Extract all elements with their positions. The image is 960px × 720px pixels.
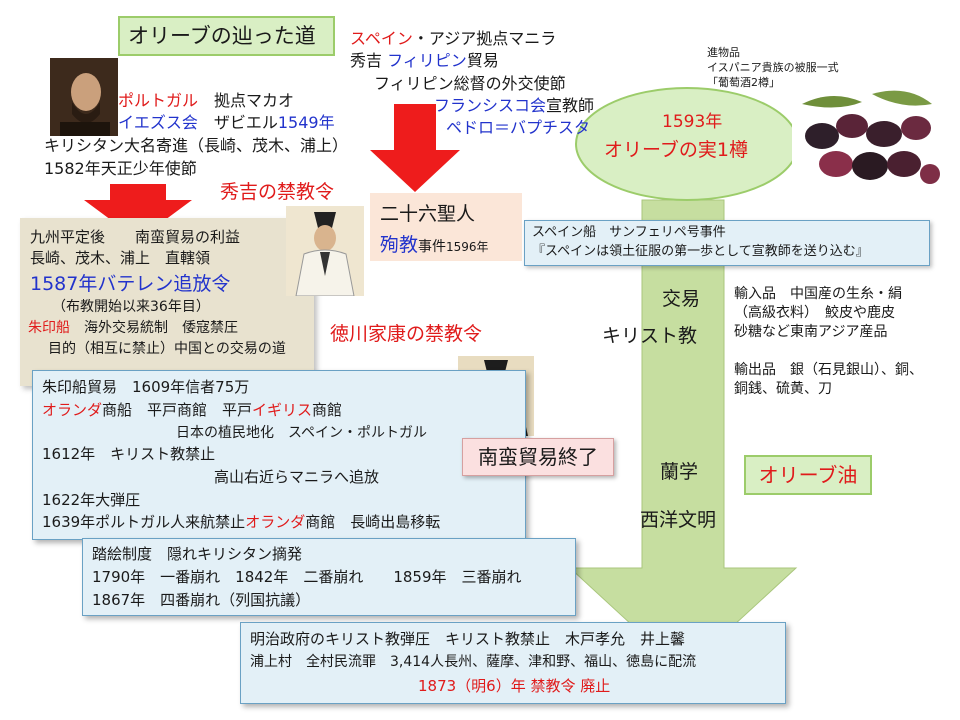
label-christianity: キリスト教	[602, 325, 698, 347]
shuin-l3: 日本の植民地化 スペイン・ポルトガル	[176, 425, 428, 441]
martyrs-title: 二十六聖人	[380, 203, 476, 225]
kyushu-l5: 朱印船 海外交易統制 倭寇禁圧	[28, 320, 238, 336]
imports-l2: （高級衣料） 鮫皮や鹿皮	[734, 305, 895, 321]
kyushu-l1: 九州平定後 南蛮貿易の利益	[30, 228, 241, 246]
jesuit-xavier: イエズス会 ザビエル1549年	[118, 113, 335, 132]
shuin-l7: 1639年ポルトガル人来航禁止オランダ商館 長崎出島移転	[42, 513, 441, 531]
gift-wine: 「葡萄酒2樽」	[707, 76, 780, 89]
red-down-arrow-icon	[84, 184, 192, 240]
hideyoshi-ban-label: 秀吉の禁教令	[220, 181, 335, 203]
shuin-l4: 1612年 キリスト教禁止	[42, 445, 216, 463]
hideyoshi-philippines: 秀吉 フィリピン貿易	[350, 51, 499, 70]
hideyoshi-portrait	[286, 206, 364, 296]
gift-clothes: イスパニア貴族の被服一式	[707, 61, 839, 74]
kyushu-l4: （布教開始以来36年目）	[52, 299, 210, 315]
shuin-l2: オランダ商船 平戸商館 平戸イギリス商館	[42, 401, 343, 419]
meiji-l1: 明治政府のキリスト教弾圧 キリスト教禁止 木戸孝允 井上馨	[250, 630, 686, 648]
label-trade: 交易	[662, 288, 701, 310]
imports-l3: 砂糖など東南アジア産品	[734, 324, 888, 340]
oval-year: 1593年	[662, 112, 723, 132]
meiji-l2: 浦上村 全村民流罪 3,414人長州、薩摩、津和野、福山、徳島に配流	[250, 654, 697, 670]
san-felipe-l2: 『スペインは領土征服の第一歩として宣教師を送り込む』	[532, 244, 869, 259]
kyushu-l6: 目的（相互に禁止）中国との交易の道	[48, 341, 286, 357]
san-felipe-l1: スペイン船 サンフェリペ号事件	[532, 225, 726, 240]
exports-l2: 銅銭、硫黄、刀	[734, 381, 832, 397]
xavier-portrait	[50, 58, 118, 136]
spain-manila: スペイン・アジア拠点マニラ	[350, 29, 557, 48]
ieyasu-ban-label: 徳川家康の禁教令	[330, 323, 483, 345]
label-western: 西洋文明	[640, 509, 717, 531]
san-felipe-box	[524, 220, 930, 266]
martyrs-box	[370, 193, 522, 261]
shuin-l1: 朱印船貿易 1609年信者75万	[42, 378, 250, 396]
shuin-l6: 1622年大弾圧	[42, 491, 141, 509]
oval-olive: オリーブの実1樽	[604, 139, 748, 161]
imports-l1: 輸入品 中国産の生糸・絹	[734, 286, 902, 302]
portugal-macau: ポルトガル 拠点マカオ	[118, 91, 295, 110]
governor-envoy: フィリピン総督の外交使節	[374, 74, 566, 93]
bateren-edict: 1587年バテレン追放令	[30, 273, 231, 295]
gift-label: 進物品	[707, 46, 740, 59]
label-rangaku: 蘭学	[660, 461, 699, 483]
meiji-box	[240, 622, 786, 704]
olive-oil-box: オリーブ油	[744, 455, 872, 495]
kyushu-l2: 長崎、茂木、浦上 直轄領	[30, 249, 211, 267]
fumie-l1: 踏絵制度 隠れキリシタン摘発	[92, 545, 303, 563]
page-title: オリーブの辿った道	[118, 16, 335, 56]
kyushu-box	[20, 218, 314, 386]
meiji-l3: 1873（明6）年 禁教令 廃止	[418, 677, 611, 695]
martyrdom-incident: 殉教事件1596年	[380, 234, 489, 256]
nanban-trade-end: 南蛮貿易終了	[462, 438, 614, 476]
fumie-l3: 1867年 四番崩れ（列国抗議）	[92, 591, 311, 609]
kirishitan-daimyo: キリシタン大名寄進（長崎、茂木、浦上）	[44, 136, 349, 155]
exports-l1: 輸出品 銀（石見銀山）、銅、	[734, 362, 923, 378]
fumie-box	[82, 538, 576, 616]
shuin-box	[32, 370, 526, 540]
franciscan: フランシスコ会宣教師	[434, 96, 595, 115]
tensho-embassy: 1582年天正少年使節	[44, 159, 197, 178]
olive-fruit-image	[792, 84, 942, 194]
pedro-bautista: ペドロ＝バプチスタ	[446, 118, 591, 137]
fumie-l2: 1790年 一番崩れ 1842年 二番崩れ 1859年 三番崩れ	[92, 568, 522, 586]
shuin-l5: 高山右近らマニラへ追放	[214, 468, 380, 486]
red-down-arrow-icon	[370, 104, 460, 192]
